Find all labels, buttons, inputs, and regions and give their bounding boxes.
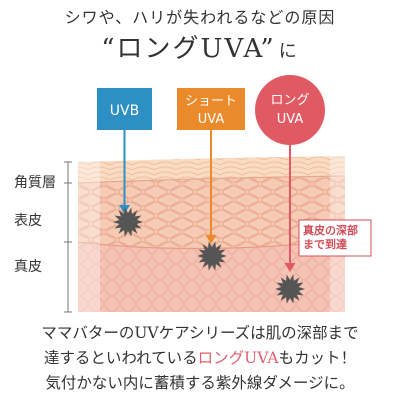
uvb-box — [97, 88, 152, 130]
layer-bracket — [64, 161, 72, 313]
damage-burst-short-uva — [197, 241, 227, 271]
long-uva-label-1: ロング — [270, 93, 309, 108]
short-uva-label-2: UVA — [198, 112, 225, 127]
note-line-1: 真皮の深部 — [303, 224, 358, 237]
footer-line-3: 気付かない内に蓄積する紫外線ダメージに。 — [45, 374, 355, 392]
label-epidermis: 表皮 — [14, 213, 42, 229]
footer-line-2-after: もカット！ — [278, 349, 357, 367]
damage-burst-long-uva — [275, 274, 305, 304]
long-uva-note: 真皮の深部 まで到達 — [303, 224, 358, 252]
footer-long-uva: ロングUVA — [197, 349, 279, 367]
uvb-label: UVB — [110, 103, 139, 119]
footer-line-2: 達するといわれているロングUVAもカット！ — [0, 346, 400, 368]
damage-burst-uvb — [113, 207, 143, 237]
short-uva-box — [177, 88, 245, 130]
long-uva-label-2: UVA — [277, 112, 304, 127]
header-line-1: シワや、ハリが失われるなどの原因 — [64, 8, 336, 27]
label-dermis: 真皮 — [14, 259, 42, 275]
header-long-uva: “ロングUVA” — [101, 34, 276, 64]
footer-line-1: ママバターのUVケアシリーズは肌の深部まで — [41, 324, 359, 342]
label-stratum-corneum: 角質層 — [14, 175, 56, 191]
long-uva-circle — [255, 75, 325, 145]
header-suffix: に — [278, 41, 299, 62]
short-uva-label-1: ショート — [185, 94, 237, 109]
note-line-2: まで到達 — [303, 238, 347, 251]
footer-line-2-before: 達するといわれている — [43, 349, 198, 367]
header-line-2: “ロングUVA”に — [0, 28, 400, 65]
note-box — [298, 219, 372, 257]
